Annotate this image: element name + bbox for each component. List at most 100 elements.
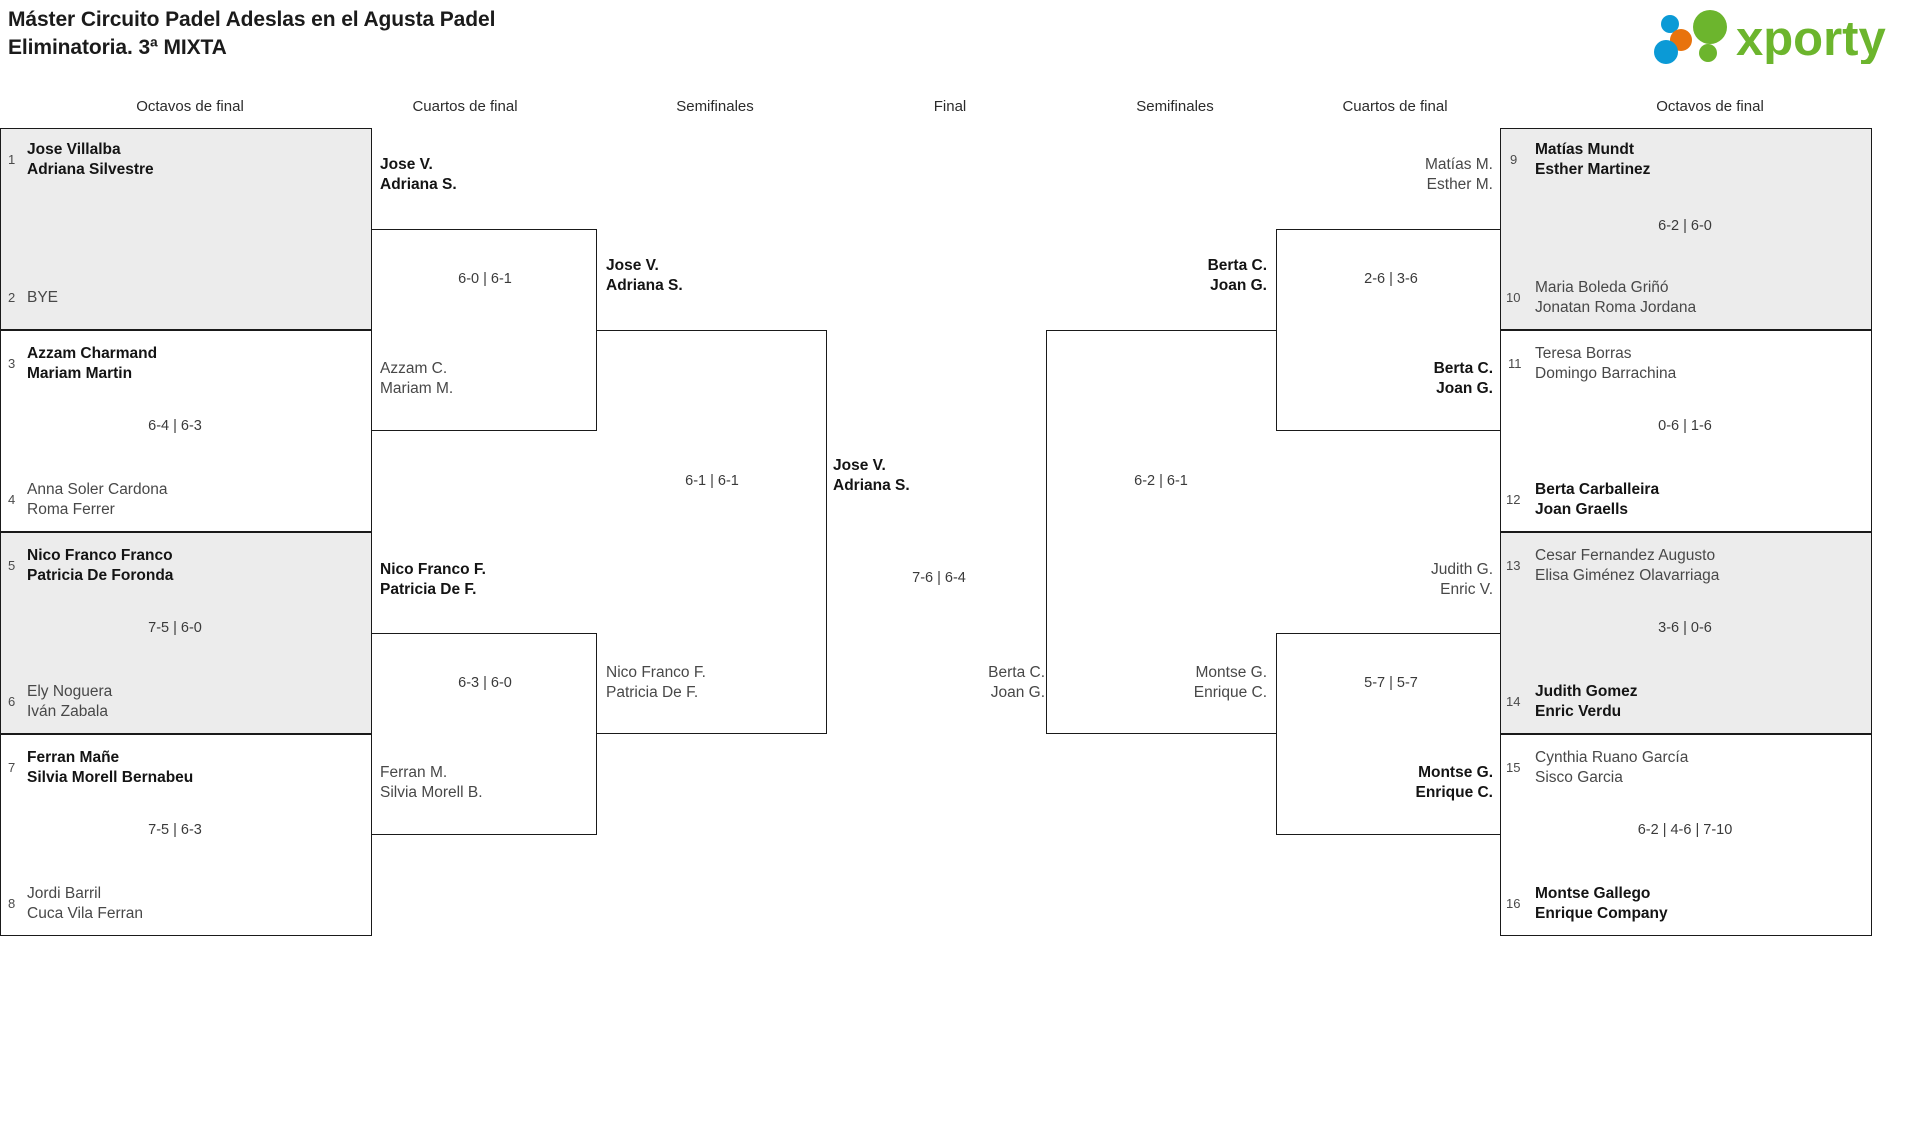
team-left-qf-4[interactable]: Ferran M. Silvia Morell B.: [380, 763, 483, 803]
team-player-2: Jonatan Roma Jordana: [1535, 298, 1697, 316]
team-right-6[interactable]: Judith Gomez Enric Verdu: [1535, 682, 1637, 722]
score-left-qf-2: 6-3 | 6-0: [458, 675, 512, 691]
seed-16: 16: [1506, 896, 1521, 911]
team-player-2: Iván Zabala: [27, 702, 108, 720]
score-right-qf-1: 2-6 | 3-6: [1364, 271, 1418, 287]
match-box-left-2[interactable]: [0, 330, 372, 532]
team-left-3[interactable]: Azzam Charmand Mariam Martin: [27, 344, 157, 384]
match-box-right-4[interactable]: [1500, 734, 1872, 936]
match-box-right-3[interactable]: [1500, 532, 1872, 734]
team-right-qf-3[interactable]: Judith G. Enric V.: [1285, 560, 1493, 600]
team-player-2: Joan G.: [1210, 276, 1267, 294]
connector-left-qf-1: [372, 229, 597, 431]
xporty-logo[interactable]: xporty: [1648, 8, 1898, 64]
seed-6: 6: [8, 694, 16, 709]
title-line-1: Máster Circuito Padel Adeslas en el Agus…: [8, 8, 496, 31]
seed-9: 9: [1510, 152, 1518, 167]
team-left-4[interactable]: Anna Soler Cardona Roma Ferrer: [27, 480, 167, 520]
team-player-2: Adriana Silvestre: [27, 160, 154, 178]
team-player-2: Domingo Barrachina: [1535, 364, 1677, 382]
team-player-1: Berta Carballeira: [1535, 481, 1660, 498]
team-player-2: Sisco Garcia: [1535, 768, 1623, 786]
match-box-left-3[interactable]: [0, 532, 372, 734]
team-player-2: Adriana S.: [606, 276, 683, 294]
seed-10: 10: [1506, 290, 1521, 305]
team-player-1: BYE: [27, 289, 59, 306]
team-right-3[interactable]: Teresa Borras Domingo Barrachina: [1535, 344, 1676, 384]
seed-5: 5: [8, 558, 16, 573]
connector-right-sf: [1046, 330, 1276, 734]
team-right-5[interactable]: Cesar Fernandez Augusto Elisa Giménez Ol…: [1535, 546, 1719, 586]
score-right-sf: 6-2 | 6-1: [1134, 473, 1188, 489]
title-line-2: Eliminatoria. 3ª MIXTA: [8, 35, 227, 59]
seed-13: 13: [1506, 558, 1521, 573]
team-player-1: Judith Gomez: [1535, 683, 1638, 700]
team-player-2: Silvia Morell Bernabeu: [27, 768, 194, 786]
team-player-2: Adriana S.: [833, 476, 910, 494]
match-box-left-1[interactable]: [0, 128, 372, 330]
team-player-2: Adriana S.: [380, 175, 457, 193]
team-left-5[interactable]: Nico Franco Franco Patricia De Foronda: [27, 546, 173, 586]
seed-11: 11: [1508, 356, 1522, 371]
team-right-2[interactable]: Maria Boleda Griñó Jonatan Roma Jordana: [1535, 278, 1696, 318]
team-right-qf-1[interactable]: Matías M. Esther M.: [1285, 155, 1493, 195]
team-player-1: Berta C.: [1207, 257, 1267, 274]
score-left-sf: 6-1 | 6-1: [685, 473, 739, 489]
connector-left-sf: [597, 330, 827, 734]
team-player-1: Cesar Fernandez Augusto: [1535, 547, 1716, 564]
score-left-r16-2: 6-4 | 6-3: [148, 418, 202, 434]
team-left-qf-1[interactable]: Jose V. Adriana S.: [380, 155, 457, 195]
connector-left-qf-2: [372, 633, 597, 835]
team-player-2: Enric Verdu: [1535, 702, 1622, 720]
team-left-6[interactable]: Ely Noguera Iván Zabala: [27, 682, 112, 722]
team-left-7[interactable]: Ferran Mañe Silvia Morell Bernabeu: [27, 748, 193, 788]
team-left-qf-3[interactable]: Nico Franco F. Patricia De F.: [380, 560, 486, 600]
team-player-2: Joan G.: [990, 683, 1045, 701]
team-final-runner-up[interactable]: Berta C. Joan G.: [833, 663, 1045, 703]
team-left-2[interactable]: BYE: [27, 288, 58, 308]
team-player-1: Teresa Borras: [1535, 345, 1632, 362]
team-left-1[interactable]: Jose Villalba Adriana Silvestre: [27, 140, 154, 180]
team-right-1[interactable]: Matías Mundt Esther Martinez: [1535, 140, 1650, 180]
seed-3: 3: [8, 356, 16, 371]
round-heading-left-r16: Octavos de final: [136, 98, 244, 115]
team-left-8[interactable]: Jordi Barril Cuca Vila Ferran: [27, 884, 143, 924]
team-right-sf-2[interactable]: Montse G. Enrique C.: [1055, 663, 1267, 703]
team-player-1: Jose V.: [380, 156, 433, 173]
score-right-r16-4: 6-2 | 4-6 | 7-10: [1637, 822, 1733, 838]
seed-2: 2: [8, 290, 16, 305]
match-box-right-1[interactable]: [1500, 128, 1872, 330]
team-left-sf-2[interactable]: Nico Franco F. Patricia De F.: [606, 663, 706, 703]
team-player-2: Cuca Vila Ferran: [27, 904, 144, 922]
team-right-8[interactable]: Montse Gallego Enrique Company: [1535, 884, 1668, 924]
team-player-1: Cynthia Ruano García: [1535, 749, 1689, 766]
team-player-1: Azzam Charmand: [27, 345, 158, 362]
match-box-left-4[interactable]: [0, 734, 372, 936]
team-player-1: Berta C.: [1433, 360, 1493, 377]
connector-right-qf-2: [1276, 633, 1501, 835]
team-player-1: Jose V.: [833, 457, 886, 474]
score-final: 7-6 | 6-4: [912, 570, 966, 586]
team-left-sf-1[interactable]: Jose V. Adriana S.: [606, 256, 683, 296]
team-right-sf-1[interactable]: Berta C. Joan G.: [1055, 256, 1267, 296]
score-right-r16-1: 6-2 | 6-0: [1658, 218, 1712, 234]
seed-4: 4: [8, 492, 16, 507]
team-player-2: Elisa Giménez Olavarriaga: [1535, 566, 1720, 584]
team-player-1: Montse G.: [1195, 664, 1268, 681]
team-right-7[interactable]: Cynthia Ruano García Sisco Garcia: [1535, 748, 1688, 788]
team-player-2: Roma Ferrer: [27, 500, 115, 518]
match-box-right-2[interactable]: [1500, 330, 1872, 532]
svg-text:xporty: xporty: [1736, 12, 1886, 64]
team-final-champion[interactable]: Jose V. Adriana S.: [833, 456, 910, 496]
team-right-qf-2[interactable]: Berta C. Joan G.: [1285, 359, 1493, 399]
seed-7: 7: [8, 760, 16, 775]
team-left-qf-2[interactable]: Azzam C. Mariam M.: [380, 359, 453, 399]
team-player-1: Ely Noguera: [27, 683, 113, 700]
team-player-2: Patricia De F.: [606, 683, 699, 701]
team-player-2: Joan G.: [1436, 379, 1493, 397]
team-player-1: Montse Gallego: [1535, 885, 1651, 902]
team-right-4[interactable]: Berta Carballeira Joan Graells: [1535, 480, 1659, 520]
team-right-qf-4[interactable]: Montse G. Enrique C.: [1285, 763, 1493, 803]
round-heading-left-qf: Cuartos de final: [412, 98, 518, 115]
